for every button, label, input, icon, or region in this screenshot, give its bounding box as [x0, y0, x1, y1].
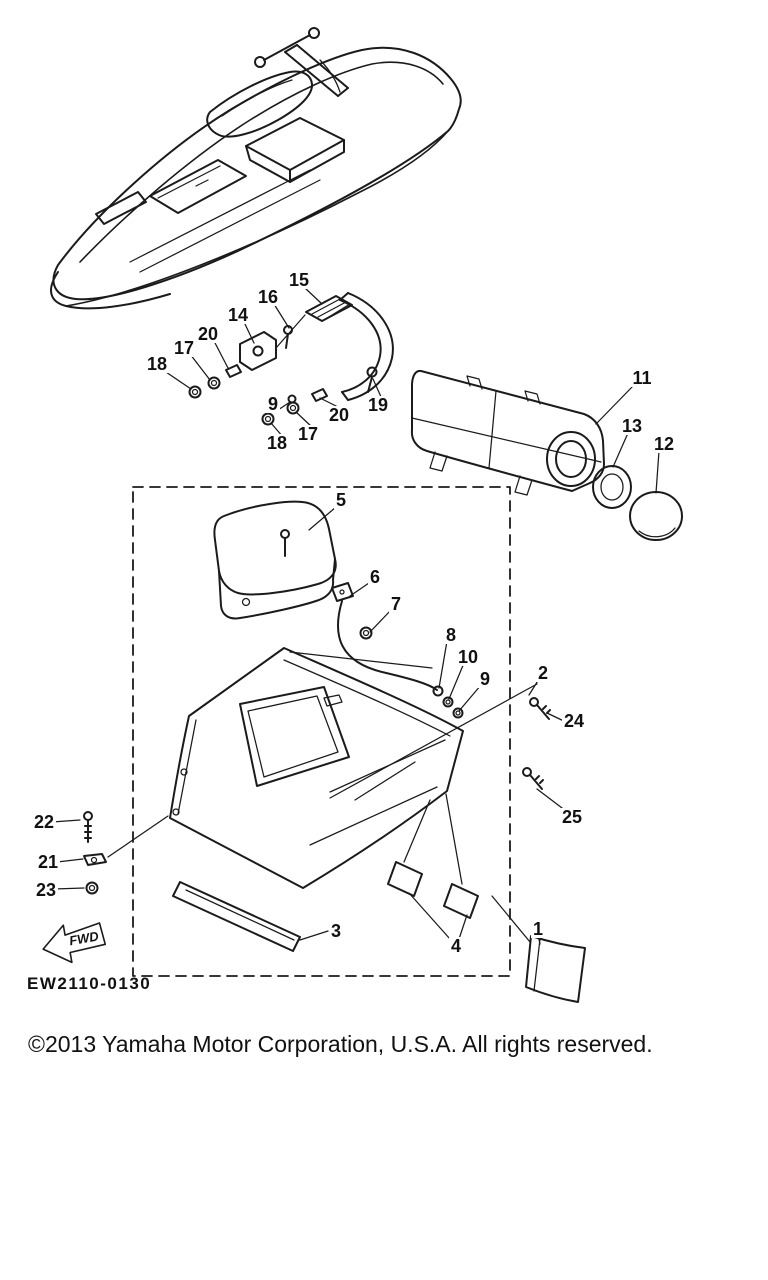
diagram-code: EW2110-0130 — [27, 974, 152, 993]
seal-strip — [172, 881, 301, 952]
callout-2: 2 — [535, 663, 551, 683]
copyright-text: ©2013 Yamaha Motor Corporation, U.S.A. A… — [28, 1031, 653, 1057]
muffler-assembly — [410, 369, 683, 541]
callout-23: 23 — [33, 880, 59, 900]
callout-4: 4 — [448, 936, 464, 956]
bilge-flap — [525, 935, 586, 1003]
callout-20: 20 — [195, 324, 221, 344]
leader-lines — [51, 287, 660, 945]
right-screws — [522, 697, 551, 790]
watercraft-sketch — [50, 27, 462, 310]
callout-18: 18 — [144, 354, 170, 374]
hatch-cover — [213, 500, 337, 620]
steering-bracket-assembly — [188, 292, 394, 426]
callout-9: 9 — [265, 394, 281, 414]
callout-6: 6 — [367, 567, 383, 587]
callout-11: 11 — [630, 368, 654, 388]
callout-24: 24 — [561, 711, 587, 731]
callout-5: 5 — [333, 490, 349, 510]
callout-13: 13 — [619, 416, 645, 436]
callout-20: 20 — [326, 405, 352, 425]
hull-pads — [387, 861, 479, 919]
latch-cable-assembly — [331, 582, 464, 719]
dashed-boundary-box — [132, 486, 511, 977]
left-fasteners — [83, 811, 107, 895]
callout-17: 17 — [171, 338, 197, 358]
callout-7: 7 — [388, 594, 404, 614]
callout-17: 17 — [295, 424, 321, 444]
callout-1: 1 — [530, 919, 546, 939]
fwd-arrow: FWD — [42, 922, 107, 964]
callout-15: 15 — [286, 270, 312, 290]
fwd-label: FWD — [68, 928, 100, 948]
callout-19: 19 — [365, 395, 391, 415]
hood-cowling — [107, 647, 538, 943]
callout-25: 25 — [559, 807, 585, 827]
callout-21: 21 — [35, 852, 61, 872]
callout-9: 9 — [477, 669, 493, 689]
callout-12: 12 — [651, 434, 677, 454]
callout-10: 10 — [455, 647, 481, 667]
callout-16: 16 — [255, 287, 281, 307]
callout-18: 18 — [264, 433, 290, 453]
callout-14: 14 — [225, 305, 251, 325]
callout-22: 22 — [31, 812, 57, 832]
callout-8: 8 — [443, 625, 459, 645]
callout-3: 3 — [328, 921, 344, 941]
